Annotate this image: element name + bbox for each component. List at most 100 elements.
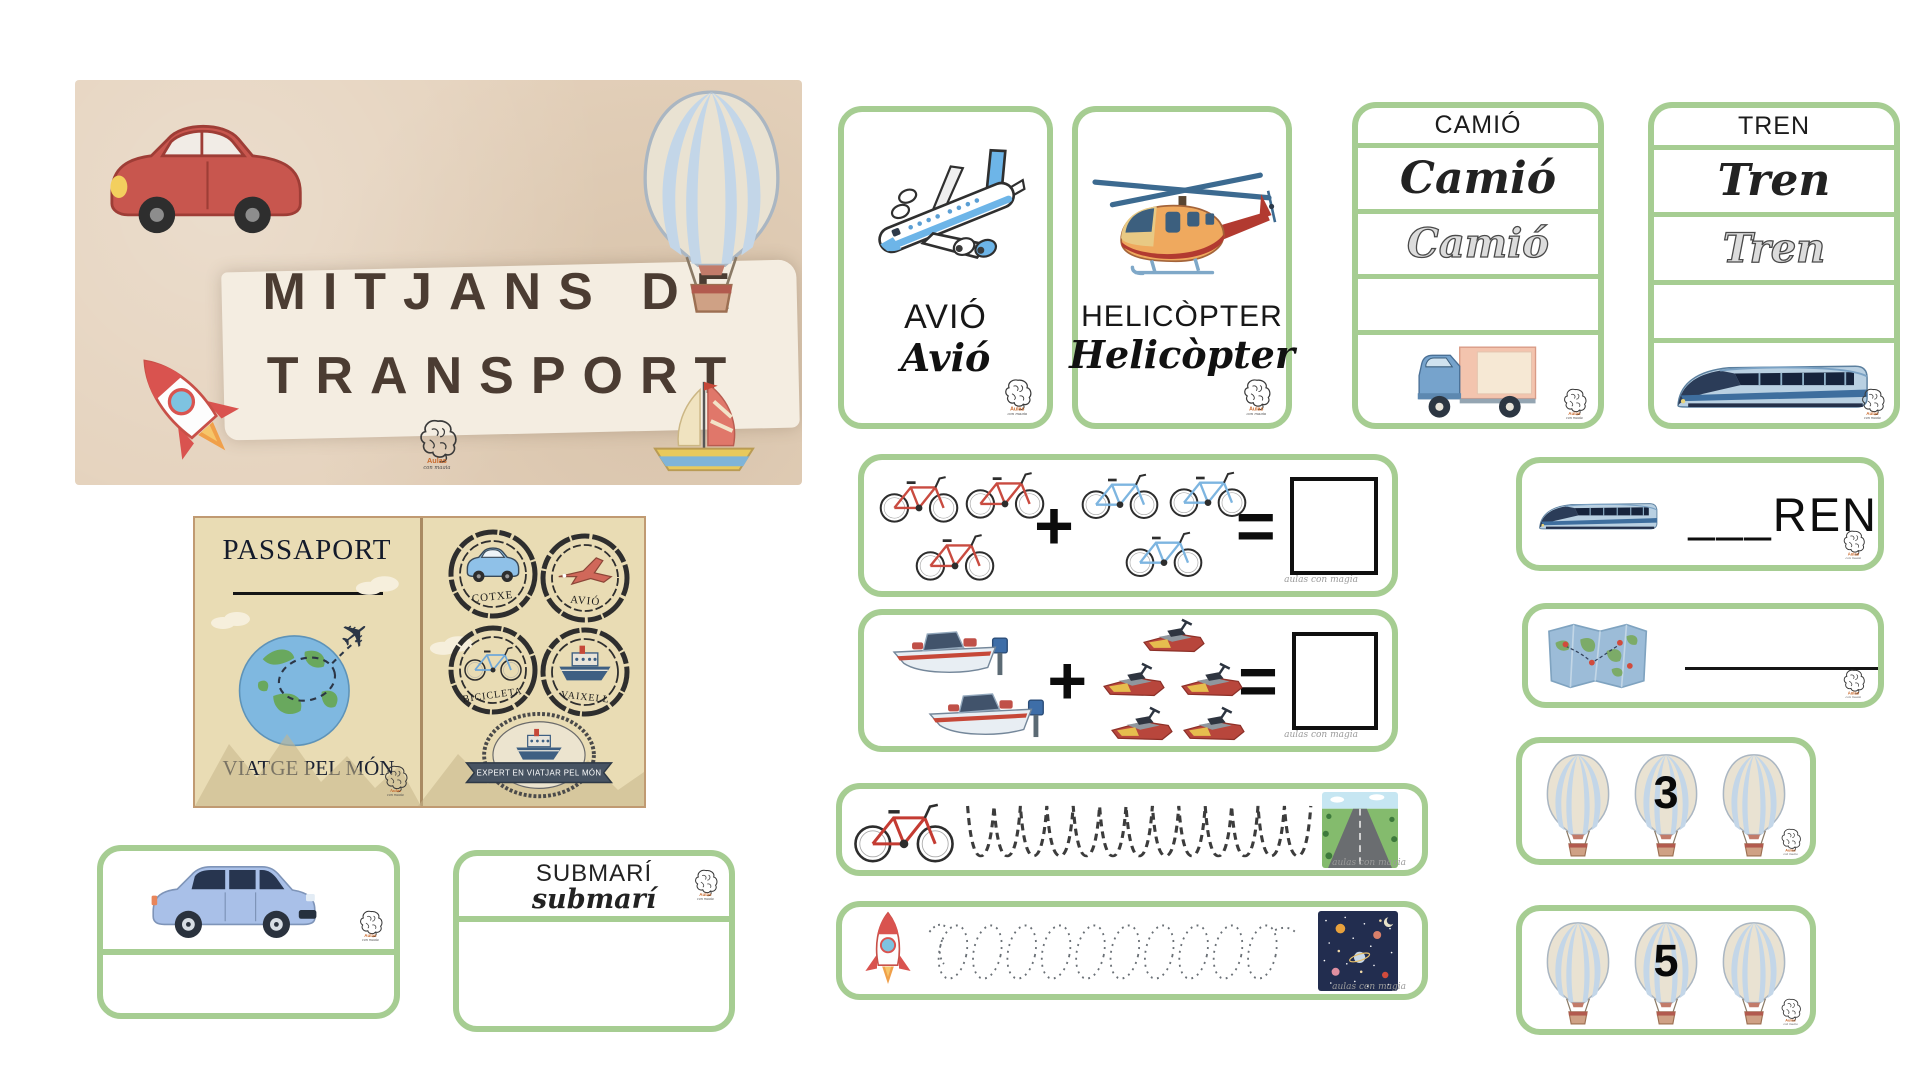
- answer-box[interactable]: [1291, 631, 1378, 730]
- mountains-art: [195, 734, 421, 806]
- stamp-avio-label: AVIÓ: [570, 594, 601, 609]
- airplane-icon: [853, 138, 1038, 296]
- answer-box[interactable]: [1289, 476, 1378, 575]
- brand-logo: [1780, 997, 1802, 1025]
- stamp-avio: AVIÓ: [540, 533, 630, 623]
- word-blank-line[interactable]: [1685, 667, 1878, 670]
- brand-logo: [1780, 827, 1802, 855]
- title-line-2: TRANSPORT: [266, 347, 744, 406]
- counting-card-balloons-5: 5: [1516, 905, 1816, 1035]
- watermark-script: aulas con magia: [1332, 982, 1406, 992]
- brand-logo: [1562, 387, 1588, 419]
- car-writing-blank[interactable]: [103, 955, 394, 1013]
- brand-logo: [417, 417, 459, 469]
- red-bicycle-icon: [964, 465, 1046, 521]
- space-image: [1318, 911, 1398, 991]
- brand-logo: [1003, 377, 1033, 415]
- hot-air-balloon-icon: [1540, 919, 1616, 1027]
- tren-solid-word: Tren: [1654, 144, 1894, 213]
- jetskis-group: [1093, 617, 1232, 745]
- car-image-row: [103, 851, 394, 955]
- brand-logo: [1842, 668, 1866, 698]
- camio-writing-blank[interactable]: [1358, 273, 1598, 330]
- brand-logo: [1860, 387, 1886, 419]
- label-card-car: [97, 845, 400, 1019]
- cloud-icon: [211, 612, 250, 629]
- submari-header-row: SUBMARÍ submarí: [459, 860, 729, 922]
- camio-dotted-trace-word[interactable]: Camió: [1358, 208, 1598, 274]
- stamp-cotxe-label: COTXE: [471, 589, 514, 605]
- jet-ski-icon: [1107, 701, 1177, 745]
- fill-card-tren: ___REN: [1516, 457, 1884, 571]
- brand-logo: [693, 868, 719, 900]
- jet-ski-icon: [1139, 613, 1209, 657]
- watermark-script: aulas con magia: [1284, 575, 1358, 585]
- red-bicycle-icon: [878, 469, 960, 525]
- page-title: MITJANS DE TRANSPORT: [225, 250, 785, 418]
- equals-operator: =: [1235, 487, 1276, 564]
- blue-bicycle-icon: [1168, 465, 1248, 519]
- hot-air-balloon-icon: [1540, 751, 1616, 859]
- rocket-icon: [858, 909, 918, 993]
- submari-cursive-label: submarí: [531, 884, 657, 915]
- hot-air-balloon-illustration: [629, 82, 794, 320]
- camio-solid-word: Camió: [1358, 143, 1598, 208]
- title-banner-card: MITJANS DE TRANSPORT: [75, 80, 802, 485]
- tren-dotted-trace-word[interactable]: Tren: [1654, 212, 1894, 280]
- stamp-vaixell-label: VAIXELL: [560, 689, 610, 705]
- blue-suv-icon: [125, 854, 343, 946]
- word-fill-blank[interactable]: ___REN: [1688, 487, 1878, 541]
- flashcard-avio-cursive-label: Avió: [900, 335, 991, 380]
- equals-operator: =: [1238, 642, 1278, 719]
- jet-ski-icon: [1179, 701, 1249, 745]
- brand-logo: [1242, 377, 1272, 415]
- writing-card-tren: TREN Tren Tren: [1648, 102, 1900, 429]
- watermark-script: aulas con magia: [1332, 858, 1406, 868]
- road-image: [1322, 792, 1398, 868]
- passport-card: PASSAPORT VIATGE PEL MÓN COTXE AVIÓ BICI…: [193, 516, 646, 808]
- flashcard-helicopter-print-label: HELICÒPTER: [1081, 300, 1283, 333]
- helicopter-icon: [1082, 148, 1282, 298]
- brand-logo: [383, 764, 409, 796]
- camio-header: CAMIÓ: [1434, 111, 1522, 140]
- racing-bicycle-icon: [852, 795, 956, 865]
- label-card-submari: SUBMARÍ submarí: [453, 850, 735, 1032]
- stamp-vaixell: VAIXELL: [540, 627, 630, 717]
- plus-operator: +: [1047, 642, 1088, 719]
- red-bicycles-group: [878, 465, 1028, 587]
- motorboat-icon: [914, 678, 1062, 744]
- world-map-icon: [1544, 615, 1651, 697]
- balloon-number: 5: [1653, 935, 1679, 986]
- stamp-bicicleta: BICICLETA: [448, 625, 538, 715]
- writing-card-camio: CAMIÓ Camió Camió: [1352, 102, 1604, 429]
- expert-badge: EXPERT EN VIATJAR PEL MÓN: [464, 711, 614, 799]
- tren-image-row: [1654, 338, 1894, 423]
- brand-logo: [358, 909, 384, 941]
- spike-loop-trace-path[interactable]: [958, 794, 1318, 866]
- flashcard-avio: AVIÓ Avió: [838, 106, 1053, 429]
- stamp-cotxe: COTXE: [448, 529, 538, 619]
- submari-print-label: SUBMARÍ: [535, 860, 653, 887]
- jet-ski-icon: [1177, 657, 1247, 701]
- red-car-illustration: [95, 102, 320, 242]
- tracing-card-bicycle: aulas con magia: [836, 783, 1428, 876]
- flashcard-avio-print-label: AVIÓ: [904, 298, 987, 336]
- plus-operator: +: [1034, 487, 1074, 564]
- balloon-number: 3: [1653, 767, 1679, 818]
- passport-name-blank[interactable]: [233, 592, 383, 595]
- submari-writing-blank[interactable]: [459, 922, 729, 1022]
- blue-bicycles-group: [1080, 465, 1230, 587]
- addition-card-bicycles: + = aulas con magia: [858, 454, 1398, 597]
- red-bicycle-icon: [914, 527, 996, 583]
- tracing-card-rocket: aulas con magia: [836, 901, 1428, 1000]
- tren-header: TREN: [1737, 111, 1811, 140]
- flashcard-helicopter-cursive-label: Helicòpter: [1069, 332, 1295, 377]
- flashcard-helicopter: HELICÒPTER Helicòpter: [1069, 106, 1295, 429]
- jet-ski-icon: [1099, 657, 1169, 701]
- sailboat-illustration: [634, 372, 774, 480]
- title-line-1: MITJANS DE: [262, 263, 748, 321]
- loop-trace-path[interactable]: [924, 910, 1304, 992]
- camio-image-row: [1358, 330, 1598, 423]
- tren-writing-blank[interactable]: [1654, 279, 1894, 338]
- addition-card-boats: + = aulas con magia: [858, 609, 1398, 752]
